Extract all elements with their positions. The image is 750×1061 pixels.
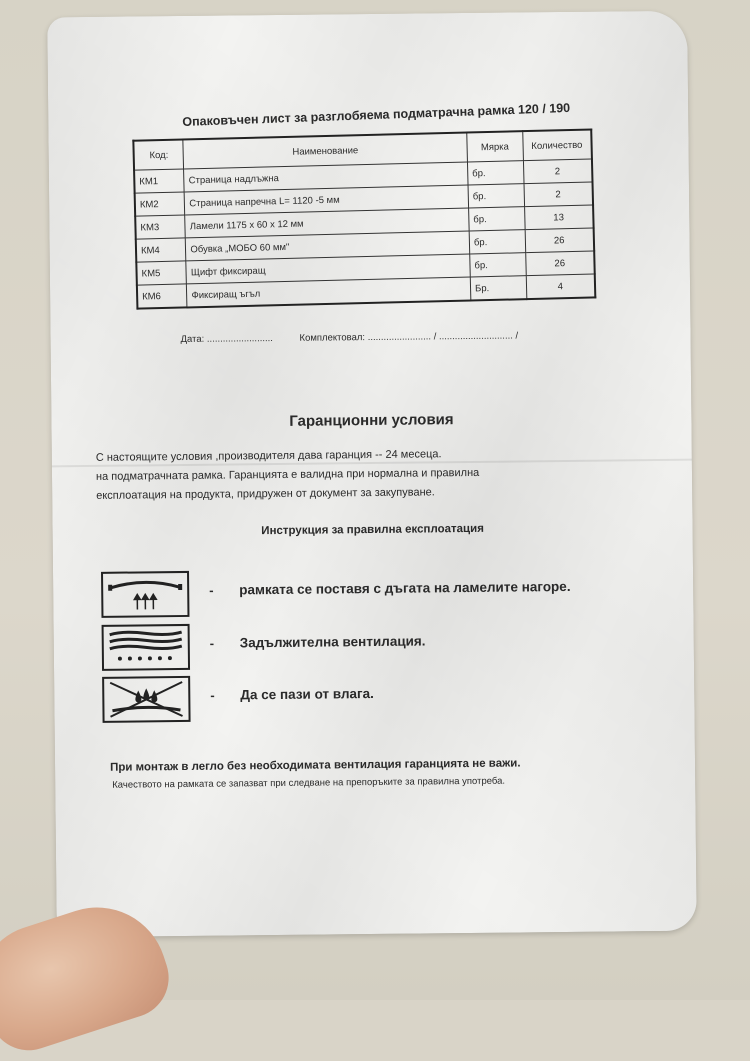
cell-quantity: 4 [526, 274, 595, 299]
cell-code: КМ6 [137, 284, 187, 309]
cell-unit: бр. [469, 207, 525, 231]
ventilation-icon [102, 624, 190, 671]
cell-code: КМ2 [135, 192, 185, 216]
cell-quantity: 13 [524, 205, 593, 230]
header-unit: Мярка [467, 131, 523, 162]
instructions-heading: Инструкция за правилна експлоатация [53, 521, 693, 540]
instruction-text: рамката се поставя с дъгата на ламелите … [239, 579, 570, 597]
cell-unit: бр. [470, 253, 526, 277]
instruction-item: - Задължителна вентилация. [102, 619, 662, 673]
cell-unit: Бр. [470, 276, 526, 301]
signature-row: Дата: ......................... Комплект… [181, 330, 543, 345]
cell-code: КМ3 [135, 215, 185, 239]
instruction-item: - Да се пази от влага. [102, 671, 662, 725]
instruction-item: - рамката се поставя с дъгата на ламелит… [101, 566, 661, 620]
packing-sheet-paper: Опаковъчен лист за разглобяема подматрач… [47, 11, 697, 938]
cell-quantity: 2 [524, 182, 593, 207]
packing-table: Код: Наименование Мярка Количество КМ1 С… [132, 128, 596, 309]
cell-quantity: 26 [525, 251, 594, 276]
cell-unit: бр. [469, 230, 525, 254]
no-moisture-icon [102, 676, 190, 723]
warranty-text: С настоящите условия ,производителя дава… [96, 444, 597, 506]
instruction-dash: - [210, 636, 215, 651]
warranty-line: експлоатация на продукта, придружен от д… [96, 482, 596, 506]
slats-arrows-up-icon [101, 571, 189, 618]
cell-quantity: 26 [525, 228, 594, 253]
quality-note: Качеството на рамката се запазват при сл… [112, 774, 672, 791]
warranty-heading: Гаранционни условия [51, 409, 691, 433]
warranty-warning: При монтаж в легло без необходимата вент… [110, 756, 670, 774]
cell-code: КМ5 [136, 261, 186, 285]
assembled-by-field: Комплектовал: ........................ /… [299, 330, 518, 343]
cell-quantity: 2 [523, 159, 592, 184]
cell-unit: бр. [467, 161, 523, 185]
cell-unit: бр. [468, 184, 524, 208]
header-code: Код: [133, 139, 184, 170]
instruction-text: Задължителна вентилация. [240, 633, 426, 650]
instruction-text: Да се пази от влага. [240, 686, 374, 702]
header-quantity: Количество [522, 129, 592, 160]
instruction-dash: - [210, 688, 215, 703]
cell-code: КМ4 [136, 238, 186, 262]
cell-code: КМ1 [134, 169, 184, 193]
instruction-dash: - [209, 583, 214, 598]
date-field: Дата: ......................... [181, 333, 273, 345]
document-title: Опаковъчен лист за разглобяема подматрач… [166, 100, 586, 129]
